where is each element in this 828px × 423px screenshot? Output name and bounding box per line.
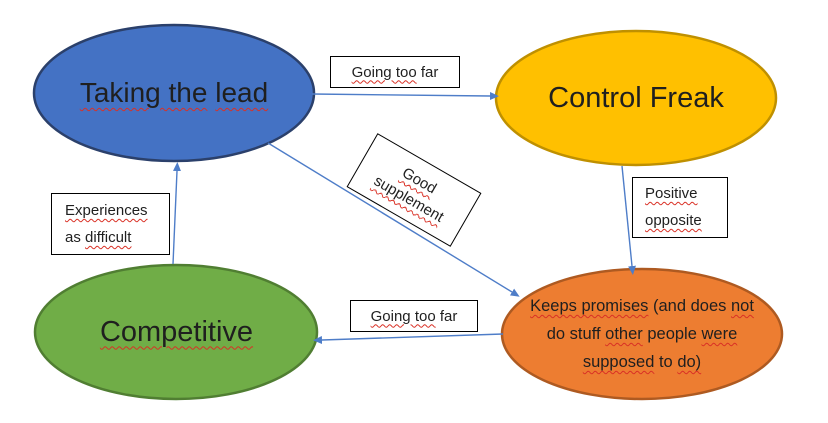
label-line: as difficult: [65, 224, 169, 251]
edge-label-going-too-far-top[interactable]: Going too far: [330, 56, 460, 88]
arrow-keeps-to-competitive[interactable]: [313, 333, 504, 344]
label-segment: Going too: [351, 63, 417, 81]
label-segment: Positive: [645, 185, 698, 202]
arrow-taking-to-control[interactable]: [311, 92, 499, 100]
edge-label-positive-opposite[interactable]: Positive opposite: [632, 177, 728, 238]
node-taking-the-lead-shape[interactable]: [32, 23, 316, 163]
label-segment: far: [416, 63, 439, 81]
label-segment: as: [65, 229, 86, 246]
arrow-competitive-to-taking[interactable]: [172, 162, 181, 265]
node-competitive-shape[interactable]: [33, 263, 319, 401]
edge-label-going-too-far-bottom[interactable]: Going too far: [350, 300, 478, 332]
arrow-control-to-keeps[interactable]: [621, 165, 636, 275]
label-line: Experiences: [65, 197, 169, 224]
node-control-freak-shape[interactable]: [494, 29, 778, 167]
label-line: opposite: [645, 207, 727, 234]
edge-label-text: Going too far: [371, 308, 458, 325]
label-segment: difficult: [85, 229, 132, 246]
node-keeps-promises-shape[interactable]: [500, 267, 784, 401]
label-segment: Going too: [370, 307, 436, 325]
edge-label-experiences-as-difficult[interactable]: Experiences as difficult: [51, 193, 170, 255]
label-segment: opposite: [645, 212, 702, 229]
label-segment: far: [435, 307, 458, 325]
edge-label-text: Going too far: [352, 64, 439, 81]
label-segment: Experiences: [65, 202, 148, 219]
arrow-taking-to-keeps[interactable]: [267, 142, 520, 297]
label-line: Positive: [645, 180, 727, 207]
